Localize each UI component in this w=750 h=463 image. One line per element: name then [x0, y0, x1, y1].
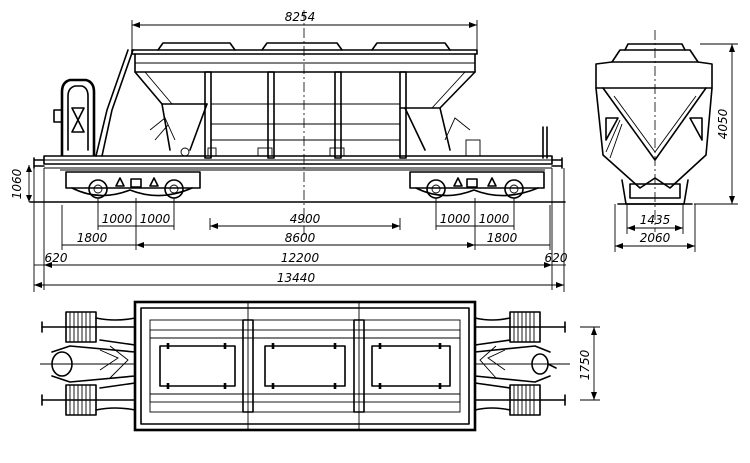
top-hopper-outline [133, 300, 477, 432]
dim-hopper-length: 8254 [285, 10, 316, 24]
hatch-cover-1 [157, 42, 236, 51]
brake-cabin [60, 78, 96, 156]
ladder-rail [95, 49, 134, 157]
dim-end-to-bogie-left: 1800 [77, 231, 108, 245]
dim-buffer-height: 1060 [10, 168, 24, 199]
cabin-hourglass-mark [71, 107, 85, 133]
dim-track-gauge: 1435 [640, 213, 671, 227]
buffer-left [33, 157, 45, 169]
hopper-stiffeners [204, 71, 407, 159]
dim-height: 4050 [716, 108, 730, 139]
bogie-right [409, 171, 545, 199]
dim-bogie-centers: 8600 [285, 231, 316, 245]
top-end-right [474, 311, 570, 416]
dim-wheelbase-left-2: 1000 [140, 212, 171, 226]
dim-overhang-left: 620 [45, 251, 68, 265]
end-upper-body [595, 61, 713, 89]
top-hatches [159, 343, 451, 389]
end-lower-body [595, 87, 713, 189]
dim-frame-length: 12200 [281, 251, 320, 265]
top-end-left [40, 311, 136, 416]
dim-overall-width: 2060 [640, 231, 671, 245]
dim-end-to-bogie-right: 1800 [487, 231, 518, 245]
frame-fittings [180, 139, 481, 157]
end-roof [611, 49, 699, 63]
dim-wheelbase-right-1: 1000 [440, 212, 471, 226]
hopper-top-deck [131, 49, 478, 55]
wheel [164, 179, 184, 199]
hatch-cover-2 [261, 42, 343, 51]
dim-overhang-right: 620 [545, 251, 568, 265]
side-dimensions: 8254 1060 1000 1000 4900 1000 1000 1800 [10, 10, 568, 292]
dim-bogie-gap: 4900 [290, 212, 321, 226]
buffer-right [551, 157, 563, 169]
dim-length-over-buffers: 13440 [277, 271, 316, 285]
side-view [29, 10, 566, 235]
end-post [542, 126, 548, 159]
dim-top-view-width: 1750 [578, 349, 592, 380]
hopper-slope-left [134, 71, 208, 105]
outlet-chute-right [404, 107, 451, 151]
top-view: 1750 [40, 300, 600, 432]
dim-wheelbase-right-2: 1000 [479, 212, 510, 226]
end-view: 4050 1435 2060 [595, 30, 738, 252]
bogie-left [65, 171, 201, 199]
hatch-cover-3 [371, 42, 451, 51]
dim-wheelbase-left-1: 1000 [102, 212, 133, 226]
